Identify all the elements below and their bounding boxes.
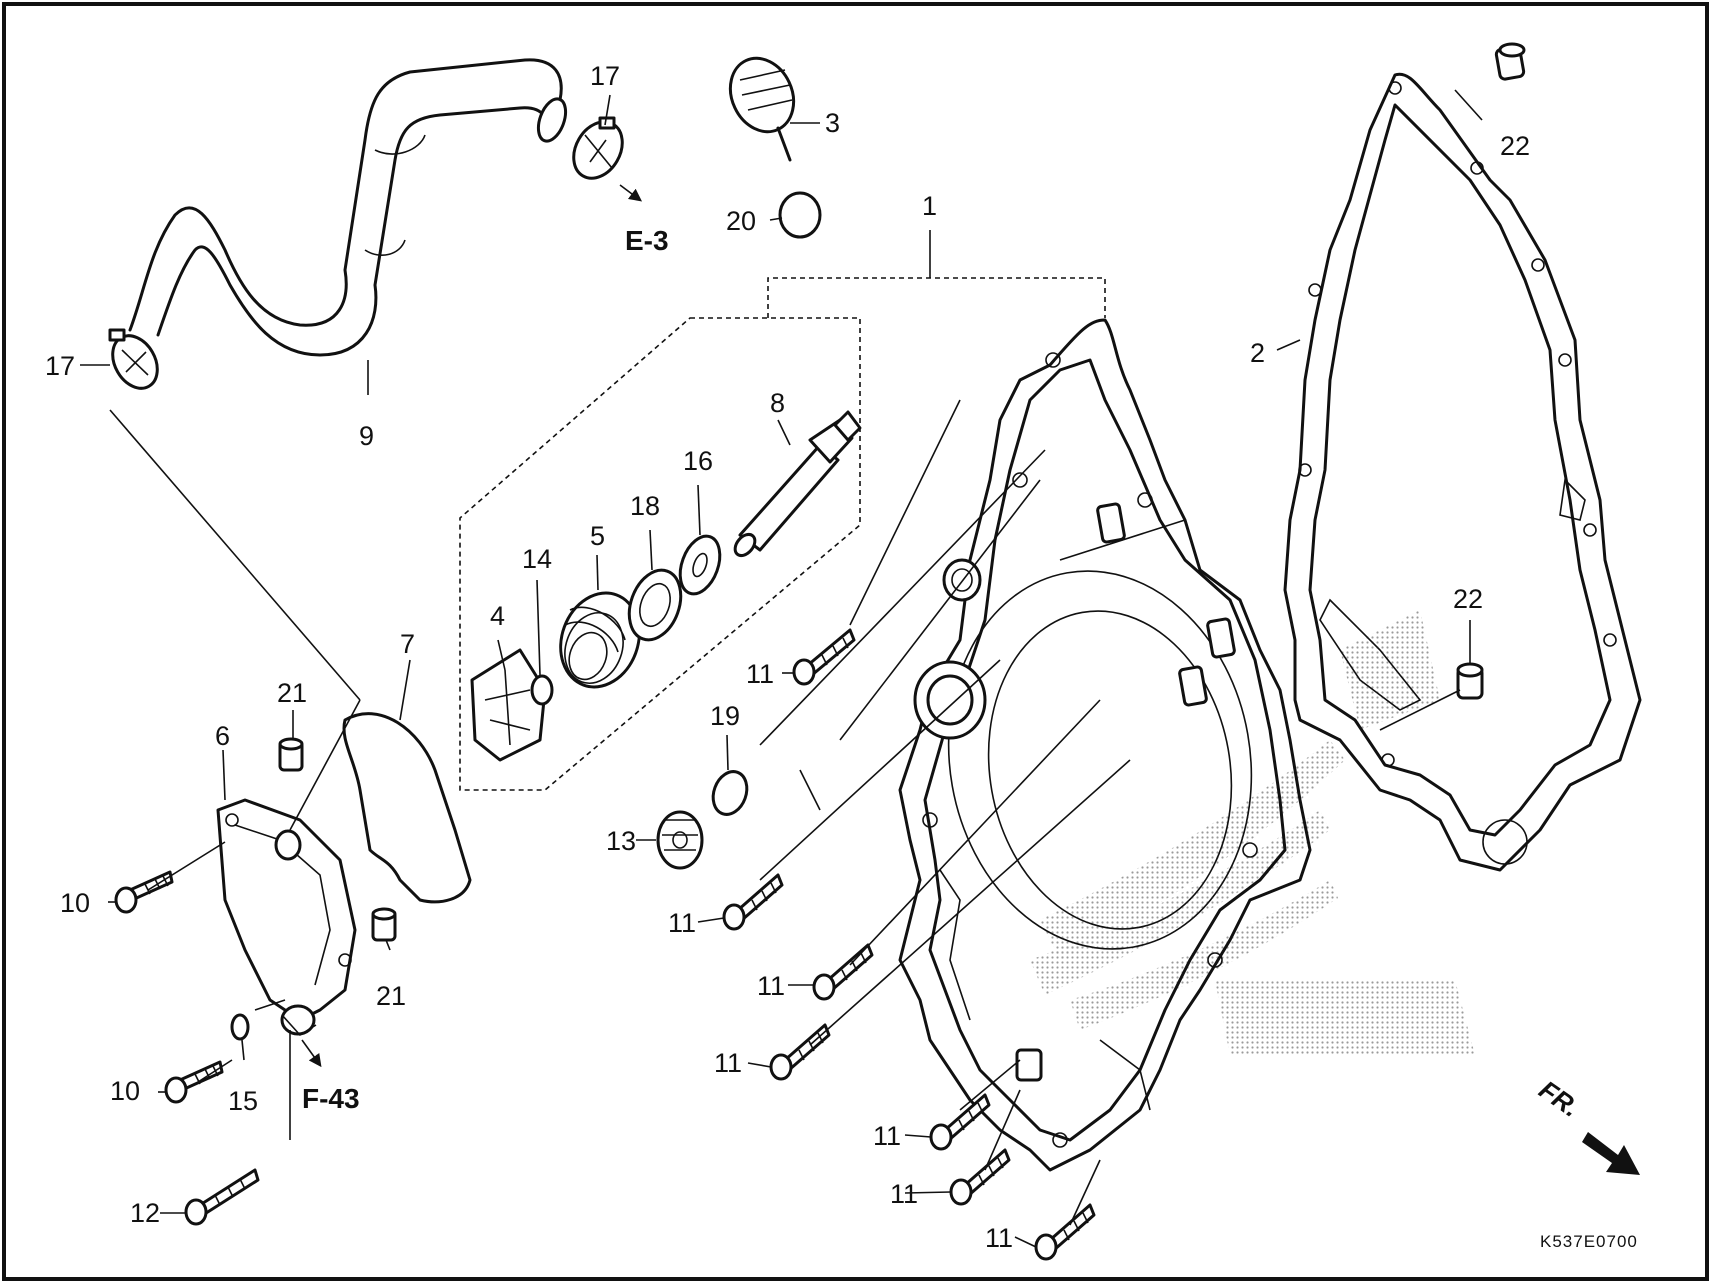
label-part-5: 5 — [590, 521, 605, 551]
water-pump-group-box — [459, 230, 1106, 791]
label-part-11-e: 11 — [873, 1121, 901, 1151]
oil-seal-part-18 — [627, 568, 683, 642]
label-part-11-a: 11 — [746, 659, 774, 689]
bolt-11-d — [769, 1023, 831, 1081]
label-part-11-b: 11 — [668, 908, 696, 938]
label-part-21-lower: 21 — [376, 981, 406, 1011]
sealing-washer-part-15 — [230, 1013, 250, 1041]
o-ring-part-19 — [711, 770, 749, 816]
label-part-17-upper: 17 — [590, 61, 620, 91]
crankcase-cover-part-1 — [898, 318, 1312, 1172]
ref-e3: E-3 — [625, 225, 669, 256]
part-number-labels: 1 2 3 4 5 6 7 8 9 10 10 11 11 11 11 11 1… — [45, 61, 1530, 1253]
bolt-11-e — [929, 1093, 991, 1151]
bolt-11-f — [949, 1148, 1011, 1206]
ref-f43: F-43 — [302, 1083, 360, 1114]
dowel-pin-upper-part-22 — [1494, 42, 1526, 81]
bolt-10-upper — [114, 870, 174, 914]
fr-label: FR. — [1534, 1074, 1586, 1123]
mechanical-seal-part-5 — [559, 591, 641, 689]
label-part-6: 6 — [215, 721, 230, 751]
label-part-11-g: 11 — [985, 1223, 1013, 1253]
label-part-11-f: 11 — [890, 1179, 918, 1209]
honda-watermark — [1030, 610, 1475, 1055]
bolt-11-c — [812, 943, 874, 1001]
label-part-11-d: 11 — [714, 1048, 742, 1078]
sensor-part-3 — [728, 56, 796, 162]
label-part-21-upper: 21 — [277, 678, 307, 708]
o-ring-part-20 — [778, 191, 822, 239]
bolt-10-lower — [164, 1060, 224, 1104]
label-part-19: 19 — [710, 701, 740, 731]
label-part-17-lower: 17 — [45, 351, 75, 381]
label-part-22-lower: 22 — [1453, 584, 1483, 614]
label-part-3: 3 — [825, 108, 840, 138]
impeller-part-4 — [470, 648, 547, 762]
dowel-pin-lower-part-22 — [1456, 662, 1484, 700]
pump-shaft-part-8 — [733, 410, 862, 558]
label-part-20: 20 — [726, 206, 756, 236]
label-part-8: 8 — [770, 388, 785, 418]
washer-part-16 — [678, 534, 722, 596]
bolt-12 — [184, 1168, 260, 1226]
label-part-11-c: 11 — [757, 971, 785, 1001]
label-part-4: 4 — [490, 601, 505, 631]
water-pump-cover-part-6 — [216, 798, 357, 1037]
bolt-11-b — [722, 873, 784, 931]
fr-arrow-icon — [1582, 1132, 1640, 1175]
label-part-9: 9 — [359, 421, 374, 451]
dowel-pin-upper-part-21 — [278, 737, 304, 772]
gasket-part-7 — [342, 712, 472, 904]
front-direction-indicator: FR. — [1534, 1074, 1640, 1175]
hose-clamp-upper-part-17 — [572, 116, 624, 180]
label-part-16: 16 — [683, 446, 713, 476]
label-part-13: 13 — [606, 826, 636, 856]
label-part-7: 7 — [400, 629, 415, 659]
label-part-1: 1 — [922, 191, 937, 221]
label-part-18: 18 — [630, 491, 660, 521]
dowel-pin-lower-part-21 — [371, 907, 397, 942]
bolt-11-g — [1034, 1203, 1096, 1261]
bolt-11-a — [792, 628, 856, 686]
bolts — [114, 628, 1096, 1261]
leader-lines — [109, 399, 1461, 1226]
label-part-15: 15 — [228, 1086, 258, 1116]
drawing-code: K537E0700 — [1540, 1232, 1638, 1251]
label-part-14: 14 — [522, 544, 552, 574]
drain-plug-part-13 — [656, 810, 704, 870]
label-part-2: 2 — [1250, 338, 1265, 368]
gasket-part-2 — [1283, 72, 1642, 872]
callout-leaders — [80, 89, 1483, 1248]
label-part-10-lower: 10 — [110, 1076, 140, 1106]
coolant-hose-part-9 — [128, 58, 568, 357]
label-part-10-upper: 10 — [60, 888, 90, 918]
washer-part-14 — [530, 674, 554, 706]
hose-clamp-lower-part-17 — [108, 328, 159, 390]
label-part-22-upper: 22 — [1500, 131, 1530, 161]
label-part-12: 12 — [130, 1198, 160, 1228]
